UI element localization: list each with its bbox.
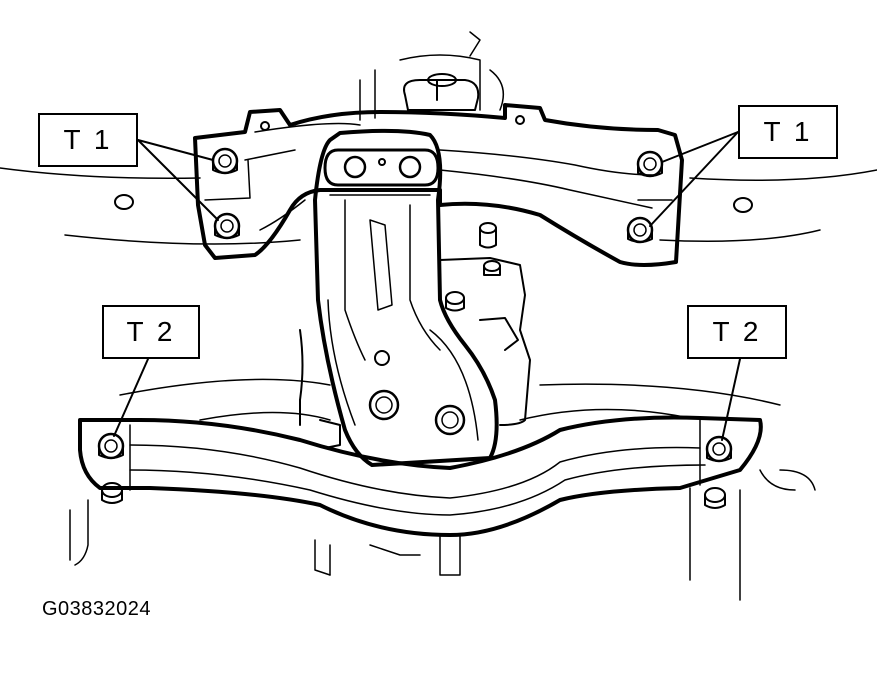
mount-hole [434, 404, 466, 436]
mount-hole [398, 155, 422, 179]
bolt-icon [626, 216, 654, 244]
callout-t2-left: T 2 [102, 305, 200, 359]
callout-label: T 1 [63, 124, 113, 155]
callout-t1-left: T 1 [38, 113, 138, 167]
leader-lines [113, 131, 741, 441]
bolt-icon [636, 150, 664, 178]
body-hole [114, 194, 134, 210]
mount-hole [343, 155, 367, 179]
callout-label: T 2 [712, 316, 762, 347]
top-stud [403, 73, 480, 111]
bolt-icon [705, 435, 733, 463]
callout-t2-right: T 2 [687, 305, 787, 359]
background-body [0, 31, 877, 601]
mount-bracket [313, 128, 499, 467]
lower-bosses [101, 482, 726, 509]
callout-label: T 2 [126, 316, 176, 347]
callout-label: T 1 [763, 116, 813, 147]
callout-t1-right: T 1 [738, 105, 838, 159]
upper-crossmember [193, 103, 684, 267]
bolt-icon [211, 147, 239, 175]
body-hole [733, 197, 753, 213]
bolt-icon [97, 432, 125, 460]
lower-crossmember [78, 408, 763, 537]
figure-id: G03832024 [42, 598, 152, 620]
engine-block [299, 222, 531, 449]
mount-hole [368, 389, 400, 421]
bolt-icon [213, 212, 241, 240]
